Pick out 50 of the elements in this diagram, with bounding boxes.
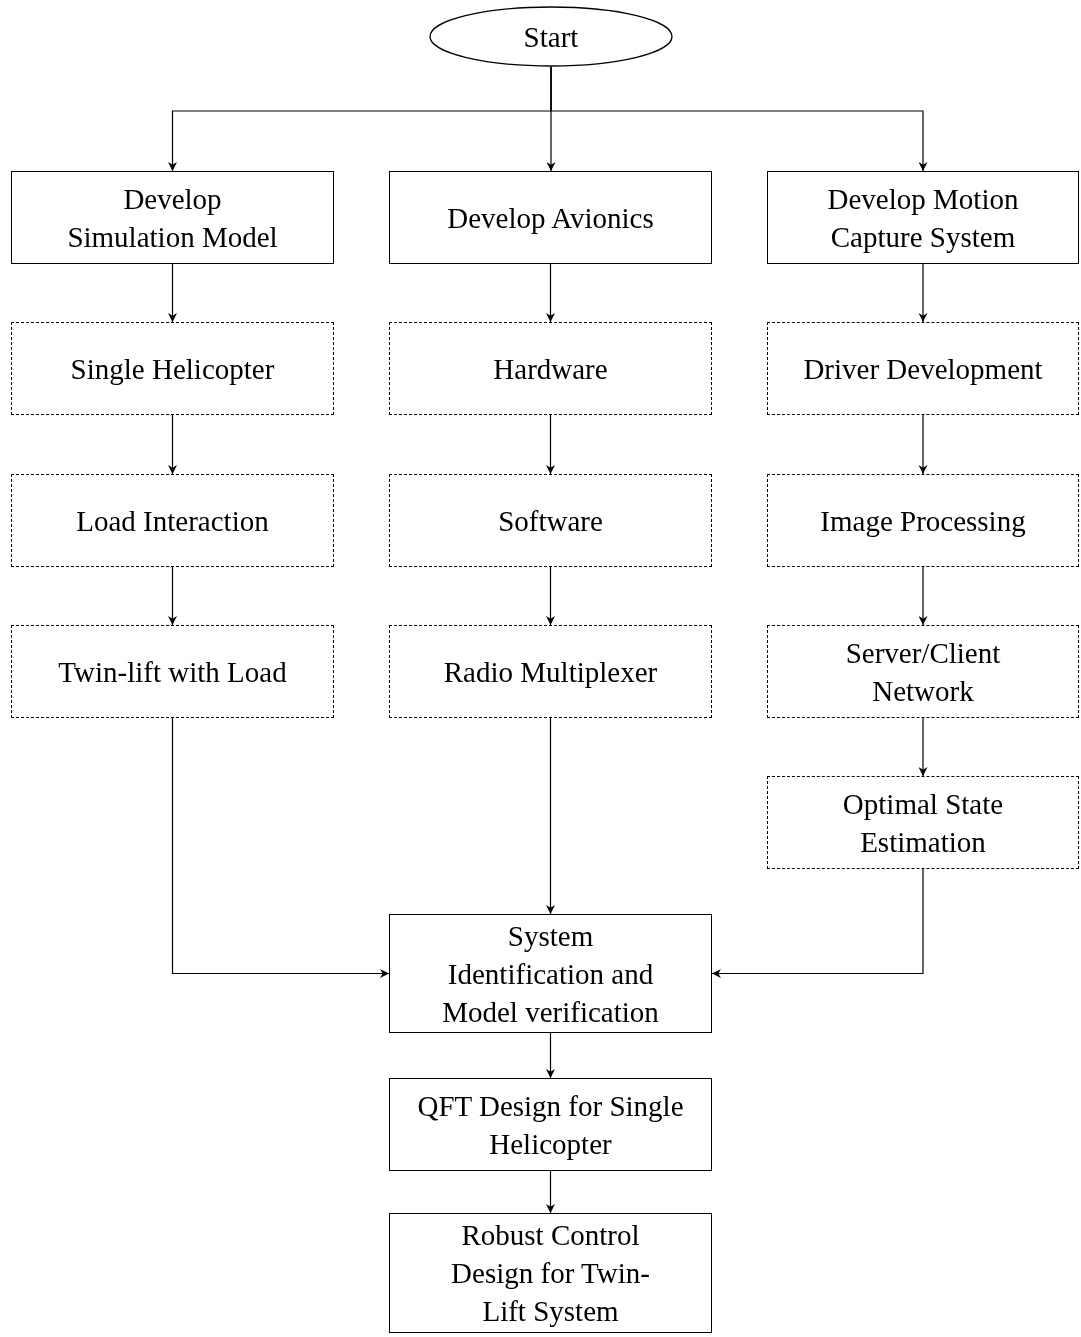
box-label: Single Helicopter [70, 351, 275, 387]
arrow [918, 414, 928, 475]
process-box [389, 474, 712, 567]
arrow [711, 868, 924, 978]
process-box [767, 171, 1079, 264]
process-box [389, 171, 712, 264]
box-label: QFT Design for Single Helicopter [416, 1088, 685, 1162]
arrow [546, 1032, 555, 1079]
box-label: Hardware [493, 351, 608, 387]
box-label: Twin-lift with Load [58, 654, 287, 690]
arrow [546, 566, 555, 626]
arrow [546, 263, 555, 323]
process-box [389, 625, 712, 718]
arrow [168, 566, 177, 626]
box-label: Develop Simulation Model [66, 181, 279, 255]
process-box [11, 171, 334, 264]
box-label: System Identification and Model verification [441, 918, 660, 1030]
process-box [11, 474, 334, 567]
box-label: Optimal State Estimation [841, 786, 1005, 860]
box-label: Robust Control Design for Twin-Lift System [450, 1218, 651, 1329]
box-label: Load Interaction [76, 503, 269, 539]
box-label: Software [498, 503, 603, 539]
box-label: Start [523, 19, 579, 55]
process-box [11, 322, 334, 415]
box-label: Server/Client Network [844, 635, 1002, 709]
box-label: Develop Avionics [447, 200, 654, 236]
box-label: Driver Development [803, 351, 1043, 387]
arrow [918, 263, 928, 323]
arrow [546, 414, 555, 475]
box-label: Image Processing [820, 503, 1026, 539]
arrow [546, 1170, 555, 1214]
arrow [918, 717, 928, 777]
process-box [767, 474, 1079, 567]
process-box [389, 322, 712, 415]
process-box [767, 322, 1079, 415]
start-ellipse [429, 6, 673, 67]
box-label: Radio Multiplexer [443, 654, 658, 690]
process-box [389, 1078, 712, 1171]
process-box [389, 914, 712, 1033]
process-box [389, 1213, 712, 1333]
process-box [767, 776, 1079, 869]
box-label: Develop Motion Capture System [826, 181, 1020, 255]
process-box [767, 625, 1079, 718]
arrow [546, 717, 555, 915]
arrow [168, 263, 177, 323]
arrow [168, 414, 177, 475]
process-box [11, 625, 334, 718]
arrow [171, 717, 390, 978]
arrow [918, 566, 928, 626]
arrow [550, 66, 928, 172]
